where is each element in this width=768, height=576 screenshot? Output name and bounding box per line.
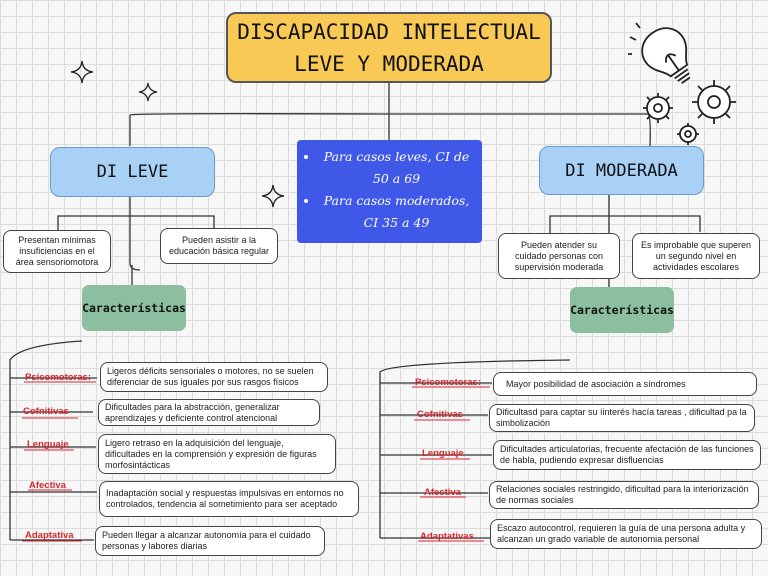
right-category-label: Lenguaje xyxy=(422,448,464,459)
lightbulb-icon xyxy=(628,22,736,145)
left-note: Presentan mínimas insuficiencias en el á… xyxy=(3,230,111,273)
left-category-label: Lenguaje xyxy=(27,439,69,450)
right-category-label: Afectiva xyxy=(424,487,461,498)
left-category-label: Psicomotoras: xyxy=(25,372,91,383)
left-note: Pueden asistir a la educación básica reg… xyxy=(160,228,278,264)
right-caracteristicas-label: Características xyxy=(570,287,674,333)
left-category-label: Adaptativa xyxy=(25,530,74,541)
ci-range-item: Para casos leves, CI de 50 a 69 xyxy=(319,146,474,190)
right-category-desc: Dificultades articulatorias, frecuente a… xyxy=(493,440,761,470)
gear-icon xyxy=(643,93,673,123)
left-category-desc: Ligero retraso en la adquisición del len… xyxy=(98,434,336,474)
left-category-desc: Ligeros déficits sensoriales o motores, … xyxy=(100,362,328,392)
left-category-desc: Pueden llegar a alcanzar autonomía para … xyxy=(95,526,325,556)
right-category-label: Adaptativas xyxy=(420,531,474,542)
left-category-label: Cofnitivas xyxy=(23,406,69,417)
gear-icon xyxy=(692,80,736,124)
right-note: Pueden atender su cuidado personas con s… xyxy=(498,233,620,279)
di-leve-heading: DI LEVE xyxy=(50,147,215,197)
left-category-label: Afectiva xyxy=(29,480,66,491)
gear-icon xyxy=(677,123,699,145)
right-note: Es improbable que superen un segundo niv… xyxy=(632,233,760,279)
ci-range-item: Para casos moderados, CI 35 a 49 xyxy=(319,190,474,234)
sparkle-icon xyxy=(138,82,158,102)
left-category-desc: Dificultades para la abstracción, genera… xyxy=(98,399,320,426)
left-caracteristicas-label: Características xyxy=(82,285,186,331)
right-category-label: Psicomotoras: xyxy=(415,377,481,388)
right-category-desc: Escazo autocontrol, requieren la guía de… xyxy=(490,519,762,549)
page-title: DISCAPACIDAD INTELECTUAL LEVE Y MODERADA xyxy=(226,12,552,83)
right-category-desc: Dificultasd para captar su íinterés hací… xyxy=(489,404,755,432)
ci-ranges-box: Para casos leves, CI de 50 a 69 Para cas… xyxy=(297,140,482,243)
right-category-desc: Mayor posibilidad de asociación a síndro… xyxy=(493,372,757,396)
right-category-label: Cofnitivas xyxy=(417,409,463,420)
left-category-desc: Inadaptación social y respuestas impulsi… xyxy=(99,481,359,517)
sparkle-icon xyxy=(70,60,94,84)
di-moderada-heading: DI MODERADA xyxy=(539,146,704,195)
sparkle-icon xyxy=(261,184,285,208)
right-category-desc: Relaciones sociales restringido, dificul… xyxy=(489,481,759,509)
